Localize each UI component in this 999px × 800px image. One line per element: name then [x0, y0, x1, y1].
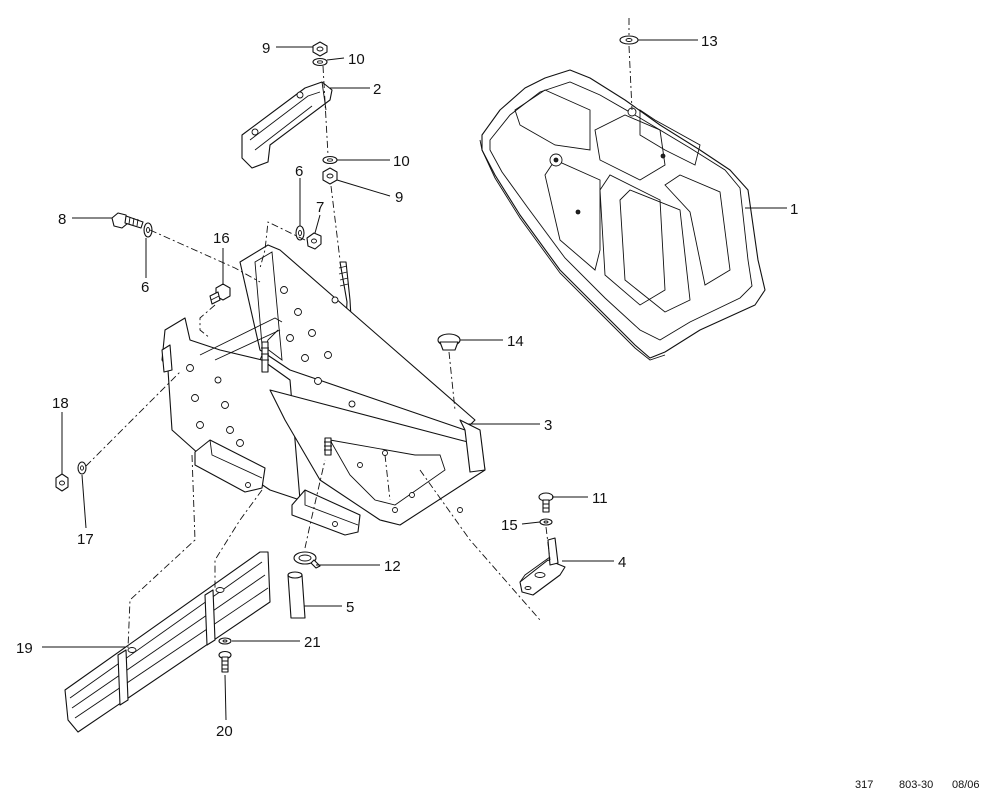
leader-9b	[336, 179, 391, 197]
part-3-battery-tray	[161, 244, 486, 536]
assembly-line-rail-right	[214, 489, 263, 588]
callout-20: 20	[216, 723, 233, 740]
callout-8: 8	[58, 211, 66, 228]
callout-9b: 9	[395, 189, 403, 206]
callout-15: 15	[501, 517, 518, 534]
callout-11: 11	[592, 490, 608, 507]
footer-code: 803-30	[899, 779, 933, 791]
part-8-bolt	[111, 212, 144, 229]
part-11-bolt	[538, 492, 554, 513]
callout-1: 1	[790, 201, 798, 218]
part-13-retainer	[619, 18, 639, 111]
part-20-bolt	[218, 650, 232, 673]
callout-16: 16	[213, 230, 230, 247]
part-9-nut-mid	[322, 167, 338, 185]
part-18-nut	[55, 473, 69, 492]
part-1-battery-cover	[479, 69, 766, 361]
assembly-line-clamp	[322, 65, 329, 156]
part-12-clip	[293, 551, 321, 569]
leader-7	[314, 214, 321, 234]
part-17-washer	[77, 461, 87, 475]
part-10-washer-mid	[322, 155, 338, 165]
callout-7: 7	[316, 199, 324, 216]
leader-17	[81, 474, 87, 529]
callout-10a: 10	[348, 51, 365, 68]
leader-20	[224, 674, 227, 721]
assembly-line-rod	[330, 185, 341, 261]
callout-9a: 9	[262, 40, 270, 57]
part-4-bracket	[519, 537, 566, 596]
assembly-line-nut-18	[85, 371, 181, 467]
callout-4: 4	[618, 554, 626, 571]
callout-14: 14	[507, 333, 524, 350]
part-2-hold-down-clamp	[241, 81, 333, 169]
part-6-washer-left	[143, 222, 153, 238]
part-21-washer	[218, 637, 232, 645]
callout-6b: 6	[141, 279, 149, 296]
callout-19: 19	[16, 640, 33, 657]
assembly-line-bracket-bolt	[545, 526, 551, 561]
callout-21: 21	[304, 634, 321, 651]
assembly-line-tray-bracket	[419, 469, 541, 621]
callout-5: 5	[346, 599, 354, 616]
part-14-plug	[437, 333, 461, 351]
assembly-line-bolt-16	[199, 304, 216, 339]
callout-13: 13	[701, 33, 718, 50]
leader-10a	[326, 57, 345, 61]
part-19-rail	[64, 551, 271, 733]
callout-12: 12	[384, 558, 401, 575]
part-5-sleeve	[287, 571, 306, 619]
assembly-line-bolt-8	[149, 229, 261, 283]
footer-page: 317	[855, 779, 873, 791]
footer-date: 08/06	[952, 779, 980, 791]
assembly-line-nut-7	[259, 221, 306, 269]
assembly-line-plug	[448, 351, 456, 411]
callout-10b: 10	[393, 153, 410, 170]
callout-2: 2	[373, 81, 381, 98]
callout-3: 3	[544, 417, 552, 434]
part-9-nut-top	[312, 41, 328, 57]
assembly-line-rail-left	[127, 454, 196, 649]
callout-18: 18	[52, 395, 69, 412]
part-10-washer-top	[312, 57, 328, 67]
part-7-nut	[306, 232, 322, 250]
part-16-bolt	[209, 283, 231, 305]
callout-17: 17	[77, 531, 94, 548]
callout-6a: 6	[295, 163, 303, 180]
leader-15	[521, 521, 541, 525]
part-15-washer	[539, 518, 553, 526]
